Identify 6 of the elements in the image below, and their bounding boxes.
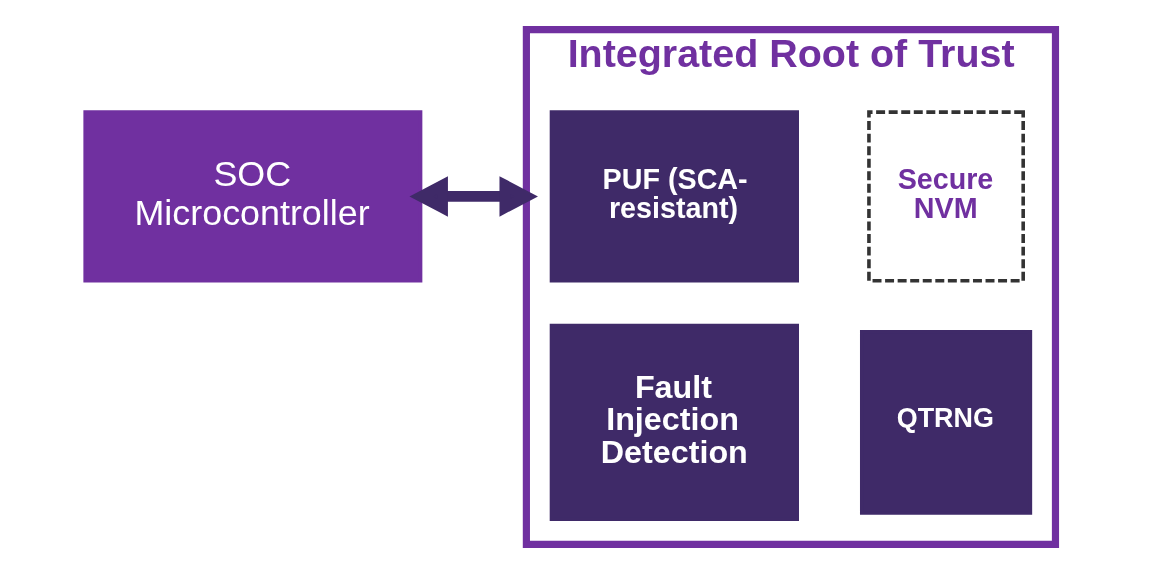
node-box: SOC Microcontroller	[83, 110, 423, 283]
arrow	[409, 176, 538, 217]
node-box: Fault Injection Detection	[549, 323, 799, 522]
node-box: PUF (SCA-resistant)	[549, 110, 799, 283]
node-box: QTRNG	[860, 330, 1033, 515]
node-box: Secure NVM	[867, 110, 1025, 283]
